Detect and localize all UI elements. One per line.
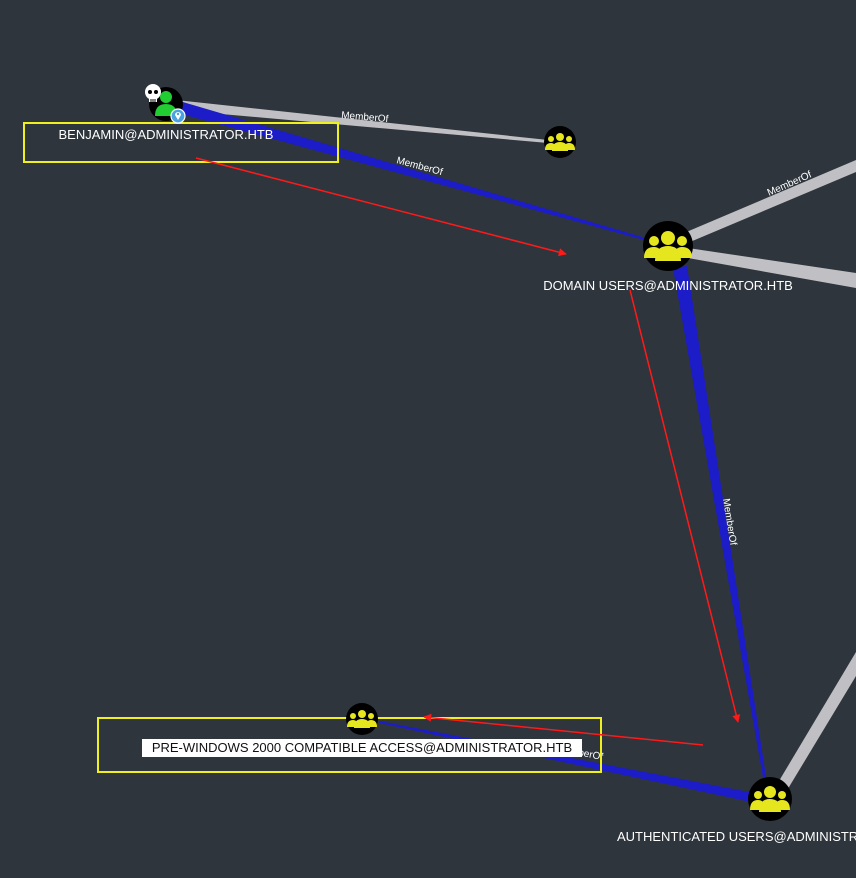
annotation-arrow-1 xyxy=(195,157,567,257)
node-label-pre-windows-2000: PRE-WINDOWS 2000 COMPATIBLE ACCESS@ADMIN… xyxy=(152,740,572,755)
skull-icon xyxy=(145,84,161,102)
node-pre-windows-2000[interactable] xyxy=(346,703,378,735)
group-icon xyxy=(545,133,575,151)
node-benjamin[interactable] xyxy=(145,84,186,124)
node-label-benjamin: BENJAMIN@ADMINISTRATOR.HTB xyxy=(59,127,274,142)
edge-domain-users-to-offscreen-top[interactable] xyxy=(684,160,856,242)
edge-authenticated-to-prewin[interactable] xyxy=(379,721,751,802)
node-authenticated-users[interactable] xyxy=(748,777,792,821)
node-label-authenticated-users: AUTHENTICATED USERS@ADMINISTRATOR.HTB xyxy=(617,829,856,844)
edge-domain-users-to-authenticated[interactable] xyxy=(673,266,767,783)
node-domain-users[interactable] xyxy=(643,221,693,271)
label-background-prewin xyxy=(142,739,582,757)
map-pin-icon xyxy=(170,108,186,124)
group-icon xyxy=(750,786,790,812)
edge-domain-users-to-offscreen-right[interactable] xyxy=(688,248,856,288)
edge-label-benjamin-to-group: MemberOf xyxy=(341,110,389,125)
highlight-box-benjamin xyxy=(23,122,339,163)
node-label-domain-users: DOMAIN USERS@ADMINISTRATOR.HTB xyxy=(543,278,793,293)
edge-benjamin-to-domain-users[interactable] xyxy=(174,100,649,241)
edge-benjamin-to-group[interactable] xyxy=(176,100,548,143)
node-group-unnamed[interactable] xyxy=(544,126,576,158)
group-icon xyxy=(644,231,692,261)
group-icon xyxy=(347,710,377,728)
annotation-arrow-3 xyxy=(423,713,704,746)
annotation-arrow-2 xyxy=(629,289,741,723)
edge-authenticated-to-offscreen[interactable] xyxy=(776,652,856,792)
